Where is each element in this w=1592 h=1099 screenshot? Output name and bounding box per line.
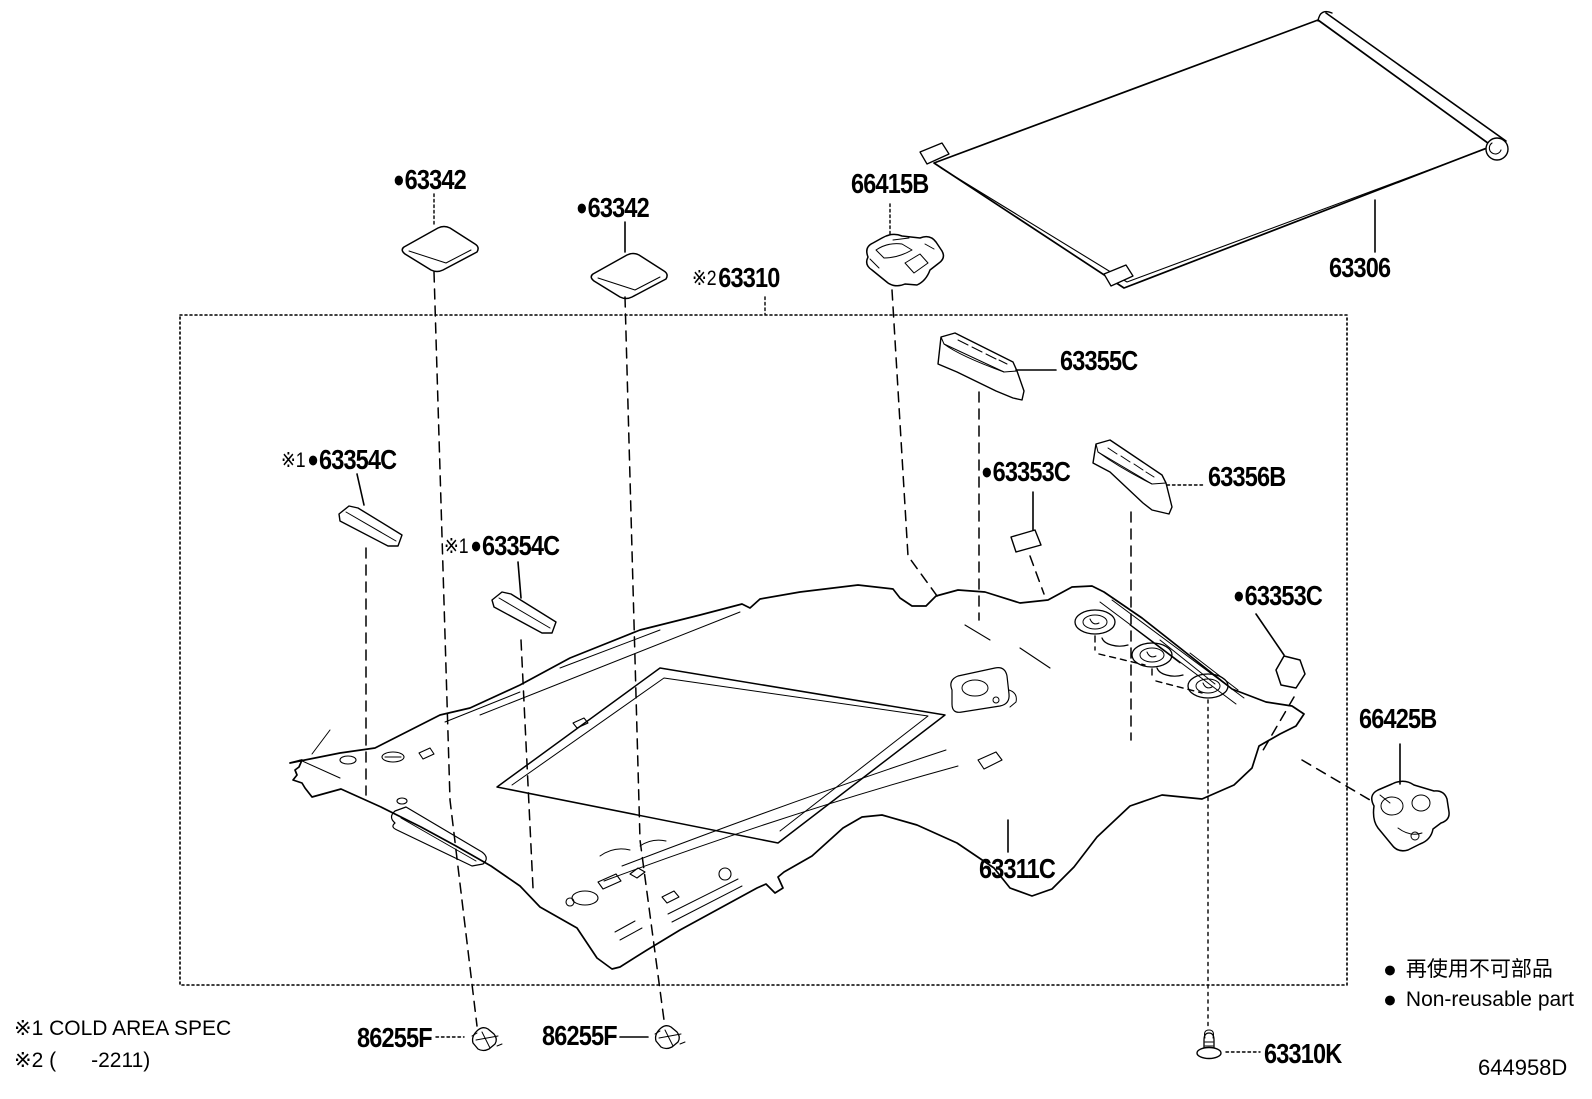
part-label-66425b[interactable]: 66425B <box>1359 703 1437 734</box>
footnote-ref-1: ※1 <box>281 449 306 472</box>
part-label-63342-2[interactable]: ●63342 <box>576 192 650 223</box>
small-holes <box>339 624 1051 907</box>
footnote-cold-area-spec: ※1 COLD AREA SPEC <box>14 1017 232 1040</box>
console-cutout <box>950 667 1017 713</box>
bracket-63356b <box>1092 439 1173 515</box>
nonreusable-dot-icon: ● <box>1233 582 1245 608</box>
headlining-panel-63311c <box>289 584 1305 970</box>
legend-text-en: Non-reusable part <box>1405 988 1574 1011</box>
screw-63310k <box>1196 1029 1222 1060</box>
legend-row-jp: ● 再使用不可部品 <box>1383 958 1574 981</box>
assembly-boundary-box <box>179 314 1348 986</box>
nonreusable-dot-icon: ● <box>981 458 993 484</box>
spacer-63354c-2 <box>491 591 557 634</box>
part-label-63306[interactable]: 63306 <box>1329 252 1391 283</box>
part-label-63353c-2[interactable]: ●63353C <box>1233 580 1323 611</box>
nonreusable-dot-icon: ● <box>1383 986 1397 1012</box>
retainer-63353c-2 <box>1275 655 1306 689</box>
spacer-63354c-1 <box>338 505 403 547</box>
part-label-63310[interactable]: ※263310 <box>692 262 780 293</box>
bracket-63355c <box>937 332 1025 401</box>
roof-rail-detail <box>299 599 1245 941</box>
footnote-date-range: ※2 ( -2211) <box>14 1049 151 1072</box>
part-label-86255f-1[interactable]: 86255F <box>357 1022 433 1053</box>
part-label-63355c[interactable]: 63355C <box>1060 345 1138 376</box>
part-label-63311c[interactable]: 63311C <box>979 853 1056 884</box>
part-label-63356b[interactable]: 63356B <box>1208 461 1286 492</box>
clip-86255f-2 <box>654 1025 686 1050</box>
visor-bracket-66415b <box>865 233 945 287</box>
roof-silencer-pad-63342-2 <box>590 252 668 300</box>
nonreusable-dot-icon: ● <box>307 446 319 472</box>
part-label-63354c-1[interactable]: ※1●63354C <box>281 444 397 475</box>
sunshade-assembly-63306 <box>919 10 1509 289</box>
visor-bracket-66425b <box>1371 780 1450 852</box>
sunroof-opening <box>496 667 946 844</box>
leader-lines <box>356 193 1401 1053</box>
part-label-63342-1[interactable]: ●63342 <box>393 164 467 195</box>
legend-row-en: ● Non-reusable part <box>1383 988 1574 1011</box>
roof-silencer-pad-63342-1 <box>401 225 479 273</box>
nonreusable-dot-icon: ● <box>470 532 482 558</box>
drawing-number: 644958D <box>1478 1055 1568 1080</box>
part-label-63353c-1[interactable]: ●63353C <box>981 456 1071 487</box>
part-label-86255f-2[interactable]: 86255F <box>542 1020 618 1051</box>
footnote-ref-2: ※2 <box>692 267 717 290</box>
nonreusable-dot-icon: ● <box>393 166 405 192</box>
part-label-66415b[interactable]: 66415B <box>851 168 929 199</box>
front-header-strip <box>390 806 487 867</box>
part-label-63310k[interactable]: 63310K <box>1264 1038 1342 1069</box>
footnote-ref-1: ※1 <box>444 535 469 558</box>
legend-non-reusable: ● 再使用不可部品 ● Non-reusable part <box>1383 958 1574 1018</box>
legend-text-jp: 再使用不可部品 <box>1405 958 1553 981</box>
clip-86255f-1 <box>471 1027 503 1052</box>
nonreusable-dot-icon: ● <box>576 194 588 220</box>
part-label-63354c-2[interactable]: ※1●63354C <box>444 530 560 561</box>
nonreusable-dot-icon: ● <box>1383 956 1397 982</box>
retainer-63353c-1 <box>1010 529 1042 553</box>
